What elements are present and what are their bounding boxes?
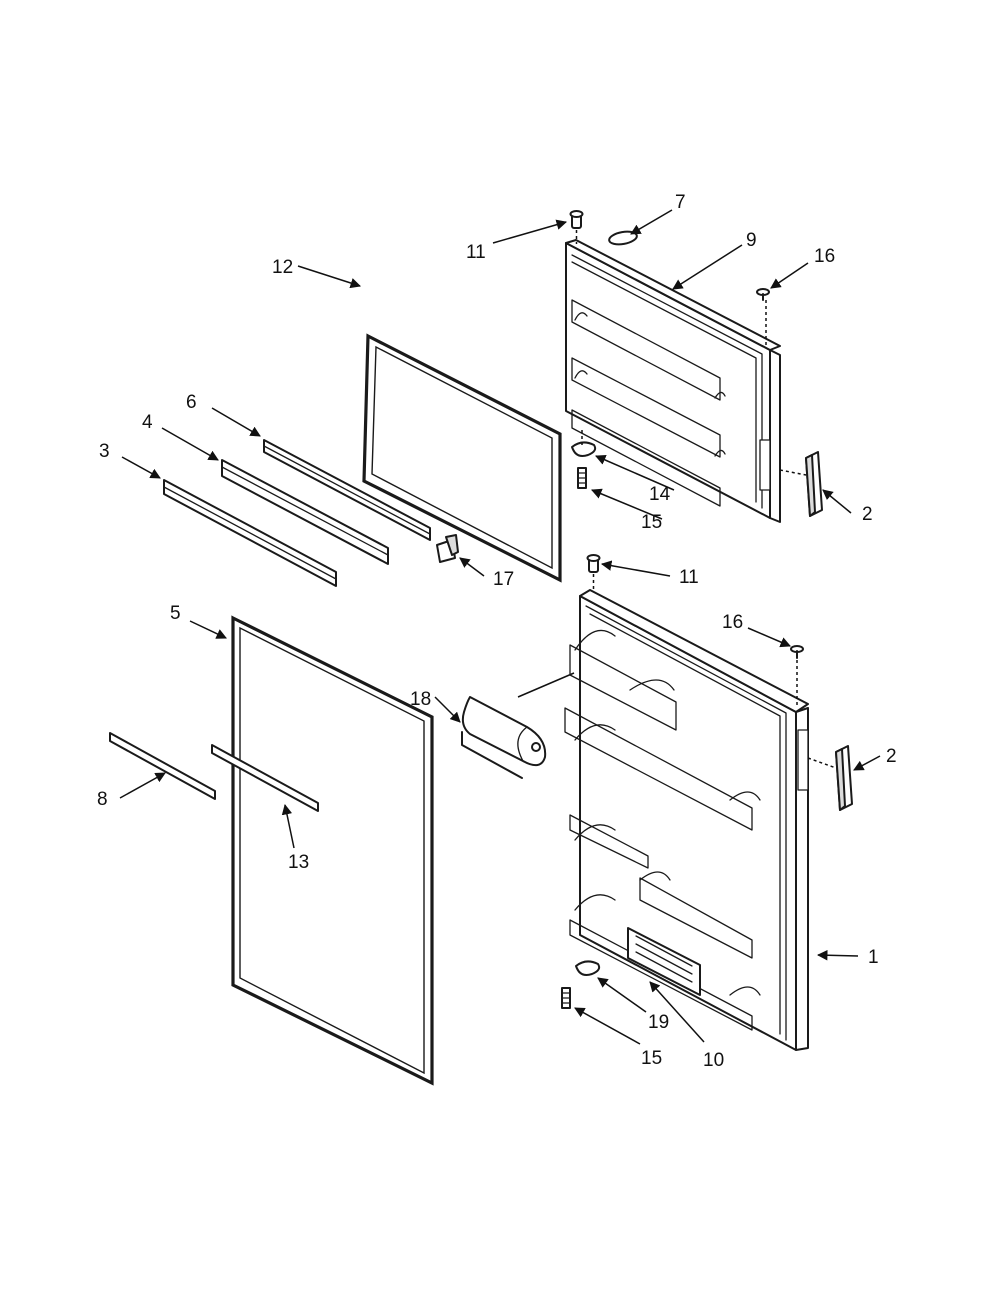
part-15-screw-upper: [577, 467, 587, 489]
part-4-breaker-strip: [221, 459, 389, 565]
callout-17: 17: [493, 569, 514, 590]
callout-14: 14: [649, 484, 671, 505]
callout-16: 16: [814, 246, 835, 267]
callout-16-lower: 16: [722, 612, 743, 633]
part-2-handle-lower: [807, 745, 853, 811]
fresh-food-door: [564, 589, 809, 1051]
callout-19: 19: [648, 1012, 669, 1033]
part-6-breaker-strip: [263, 439, 431, 541]
part-7-shim: [608, 230, 638, 246]
part-16-screw-upper: [756, 288, 770, 346]
part-11-hinge-pin-lower: [586, 554, 601, 592]
part-2-handle-upper: [779, 451, 823, 517]
part-8-strip: [109, 732, 216, 800]
part-11-hinge-pin-upper: [569, 210, 584, 244]
callout-1: 1: [868, 947, 879, 968]
part-17-clip: [436, 534, 459, 563]
callout-15-lower: 15: [641, 1048, 662, 1069]
part-3-breaker-strip: [163, 479, 337, 587]
callout-15: 15: [641, 512, 662, 533]
callout-2-lower: 2: [886, 746, 897, 767]
callout-8: 8: [97, 789, 108, 810]
callout-11: 11: [466, 242, 486, 263]
part-18-dairy-cover: [461, 672, 575, 779]
callout-18: 18: [410, 689, 431, 710]
part-16-screw-lower: [790, 645, 804, 706]
callout-5: 5: [170, 603, 181, 624]
part-13-strip: [211, 744, 319, 812]
callout-7: 7: [675, 192, 686, 213]
part-12-freezer-gasket: [362, 333, 562, 583]
callout-6: 6: [186, 392, 197, 413]
callout-9: 9: [746, 230, 757, 251]
callout-13: 13: [288, 852, 309, 873]
callout-11-lower: 11: [679, 567, 699, 588]
part-15-screw-lower: [561, 987, 571, 1009]
callout-12: 12: [272, 257, 293, 278]
leader-lines: [119, 209, 881, 1045]
callout-4: 4: [142, 412, 153, 433]
part-5-fresh-food-gasket: [231, 615, 434, 1086]
callout-3: 3: [99, 441, 110, 462]
freezer-door: [565, 239, 781, 523]
callout-labels: 11 7 9 16 12 6 4 3 14 15 2 17 11 16 5 18…: [97, 192, 897, 1071]
callout-2: 2: [862, 504, 873, 525]
part-14-hinge-bracket: [571, 430, 597, 457]
part-19-hinge-bracket: [575, 960, 601, 976]
callout-10: 10: [703, 1050, 724, 1071]
